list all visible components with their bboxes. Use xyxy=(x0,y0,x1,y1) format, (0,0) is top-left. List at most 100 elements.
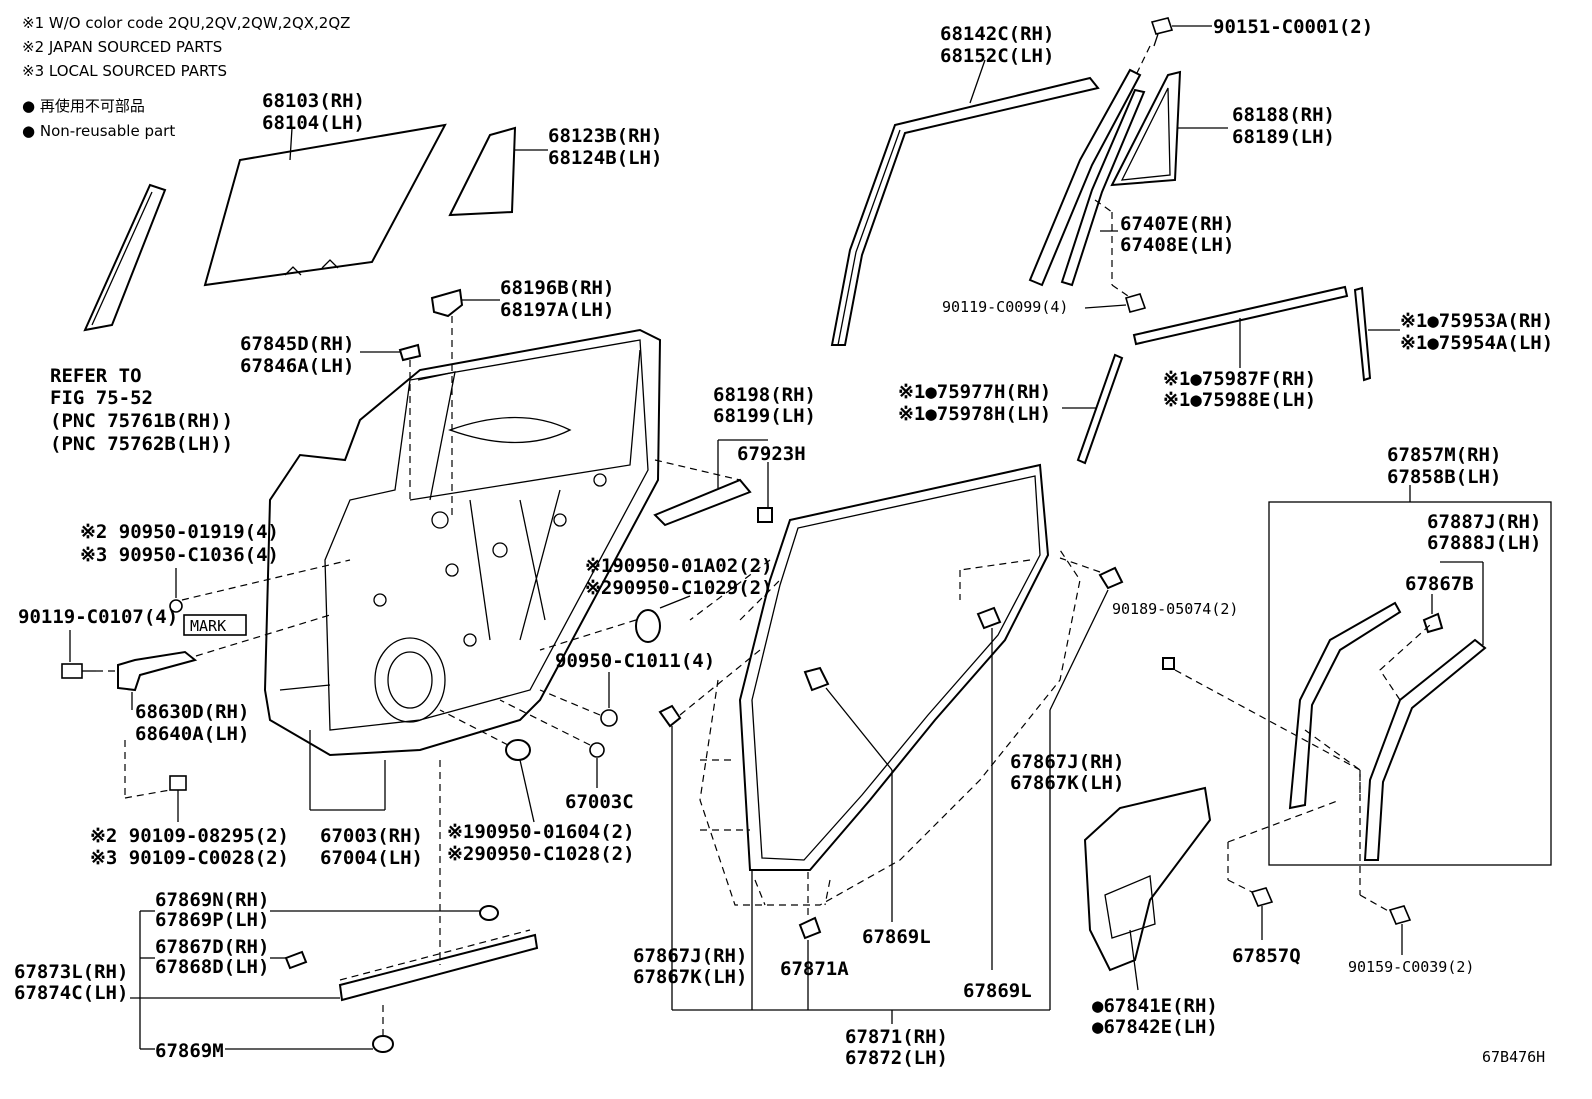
dash-68198 xyxy=(654,459,741,481)
dash-67857Q-a xyxy=(1227,799,1341,843)
label-90189: 90189-05074(2) xyxy=(1112,600,1238,618)
diagram-id: 67B476H xyxy=(1482,1048,1545,1066)
leader-67841 xyxy=(1129,929,1139,991)
dash-67867J-right xyxy=(1059,557,1101,573)
label-90119-C0099: 90119-C0099(4) xyxy=(942,298,1068,316)
label-75978: ※1●75978H(LH) xyxy=(898,403,1051,425)
arch-molding-outer-part xyxy=(1363,638,1487,861)
label-68630: 68630D(RH) xyxy=(135,701,249,723)
dash-67857Q-c xyxy=(1227,879,1253,893)
label-68188: 68188(RH) xyxy=(1232,104,1335,126)
label-refer-pnc-rh: (PNC 75761B(RH)) xyxy=(50,410,233,432)
dash-90189-a xyxy=(1174,669,1361,771)
label-67003: 67003(RH) xyxy=(320,825,423,847)
quarter-molding-68188-part xyxy=(1110,70,1182,187)
label-67869N: 67869N(RH) xyxy=(155,889,269,911)
plug-90950-01A02-part xyxy=(635,609,661,643)
label-68103: 68103(RH) xyxy=(262,90,365,112)
dash-67003C xyxy=(499,699,591,746)
dash-90950-01604 xyxy=(439,709,509,746)
label-67841: ●67841E(RH) xyxy=(1092,995,1218,1017)
clip-67869L-right-part xyxy=(976,606,1002,630)
label-68152: 68152C(LH) xyxy=(940,45,1054,67)
service-hole-cover-part xyxy=(1083,786,1212,972)
leader-90119-C0099 xyxy=(1084,304,1127,309)
door-glass-clips xyxy=(284,259,339,276)
screw-90151-shaft xyxy=(1153,33,1159,47)
label-68123: 68123B(RH) xyxy=(548,125,662,147)
clip-67869L-mid-part xyxy=(803,666,830,692)
leader-67869L-mid xyxy=(825,687,893,771)
quarter-glass-part xyxy=(448,126,517,217)
pillar-garnish-inner xyxy=(91,191,153,326)
note-nonreusable-jp: ● 再使用不可部品 xyxy=(22,97,145,115)
label-67867J-left: 67867J(RH) xyxy=(633,945,747,967)
door-check-part xyxy=(117,650,198,692)
clip-67867J-left-part xyxy=(658,704,682,728)
label-67874C: 67874C(LH) xyxy=(14,982,128,1004)
label-67887J: 67887J(RH) xyxy=(1427,511,1541,533)
dash-90159 xyxy=(1359,894,1391,913)
label-75954: ※1●75954A(LH) xyxy=(1400,332,1553,354)
dash-clip-left xyxy=(679,649,761,716)
label-75988: ※1●75988E(LH) xyxy=(1163,389,1316,411)
label-refer-fig: FIG 75-52 xyxy=(50,387,153,409)
belt-molding-dash xyxy=(339,929,531,981)
dash-90119-C0099 xyxy=(1111,284,1129,297)
clip-67845-part xyxy=(398,343,422,362)
label-90109-C0028: ※3 90109-C0028(2) xyxy=(90,847,289,869)
dash-67869L-right-a xyxy=(959,559,1031,571)
label-90950-C1028: ※290950-C1028(2) xyxy=(447,843,635,865)
arch-molding-67887-part xyxy=(1288,601,1402,810)
label-68198: 68198(RH) xyxy=(713,384,816,406)
label-67858B: 67858B(LH) xyxy=(1387,466,1501,488)
plug-90950-C1011-part xyxy=(600,709,618,727)
label-68104: 68104(LH) xyxy=(262,112,365,134)
quarter-molding-68188-inner xyxy=(1120,87,1171,181)
label-67869P: 67869P(LH) xyxy=(155,909,269,931)
label-90950-C1036: ※3 90950-C1036(4) xyxy=(80,544,279,566)
bolt-90109-part xyxy=(169,775,187,791)
label-67003C: 67003C xyxy=(565,791,634,813)
label-90950-01A02: ※190950-01A02(2) xyxy=(585,555,773,577)
label-67867B: 67867B xyxy=(1405,573,1474,595)
label-67857Q: 67857Q xyxy=(1232,945,1301,967)
dash-weatherstrip-outer xyxy=(699,549,1081,906)
note-color-code: ※1 W/O color code 2QU,2QV,2QW,2QX,2QZ xyxy=(22,14,350,32)
label-90950-C1029: ※290950-C1029(2) xyxy=(585,577,773,599)
label-75977: ※1●75977H(RH) xyxy=(898,381,1051,403)
label-90109-08295: ※2 90109-08295(2) xyxy=(90,825,289,847)
label-67923: 67923H xyxy=(737,443,806,465)
mark-box xyxy=(183,614,247,636)
door-glass-part xyxy=(203,123,447,287)
clip-67867B-part xyxy=(1422,612,1444,634)
label-mark: MARK xyxy=(190,617,226,635)
label-67867K-right: 67867K(LH) xyxy=(1010,772,1124,794)
leader-68103 xyxy=(289,127,293,161)
frame-molding-68142-part xyxy=(830,76,1100,346)
leader-90950-01A02 xyxy=(659,595,691,609)
run-channel-67407-part xyxy=(1060,88,1146,287)
note-nonreusable-en: ● Non-reusable part xyxy=(22,122,175,140)
label-refer-to: REFER TO xyxy=(50,365,142,387)
door-panel-part xyxy=(263,328,662,757)
screw-90151-part xyxy=(1150,17,1174,35)
label-90159: 90159-C0039(2) xyxy=(1348,958,1474,976)
label-67871A: 67871A xyxy=(780,958,849,980)
label-68142: 68142C(RH) xyxy=(940,23,1054,45)
bracket-68196-part xyxy=(430,288,464,318)
label-68196: 68196B(RH) xyxy=(500,277,614,299)
clip-67867D-part xyxy=(284,950,308,970)
clip-67867J-right-part xyxy=(1098,566,1124,590)
bolt-90119-C0099-part xyxy=(1125,293,1147,313)
label-68197: 68197A(LH) xyxy=(500,299,614,321)
frame-molding-68142-inner xyxy=(837,129,901,346)
pillar-garnish-part xyxy=(83,183,167,332)
stripe-75977-part xyxy=(1076,353,1124,465)
label-67004: 67004(LH) xyxy=(320,847,423,869)
dash-90950-01A02 xyxy=(539,619,637,651)
label-67871: 67871(RH) xyxy=(845,1026,948,1048)
label-67842: ●67842E(LH) xyxy=(1092,1016,1218,1038)
label-68189: 68189(LH) xyxy=(1232,126,1335,148)
